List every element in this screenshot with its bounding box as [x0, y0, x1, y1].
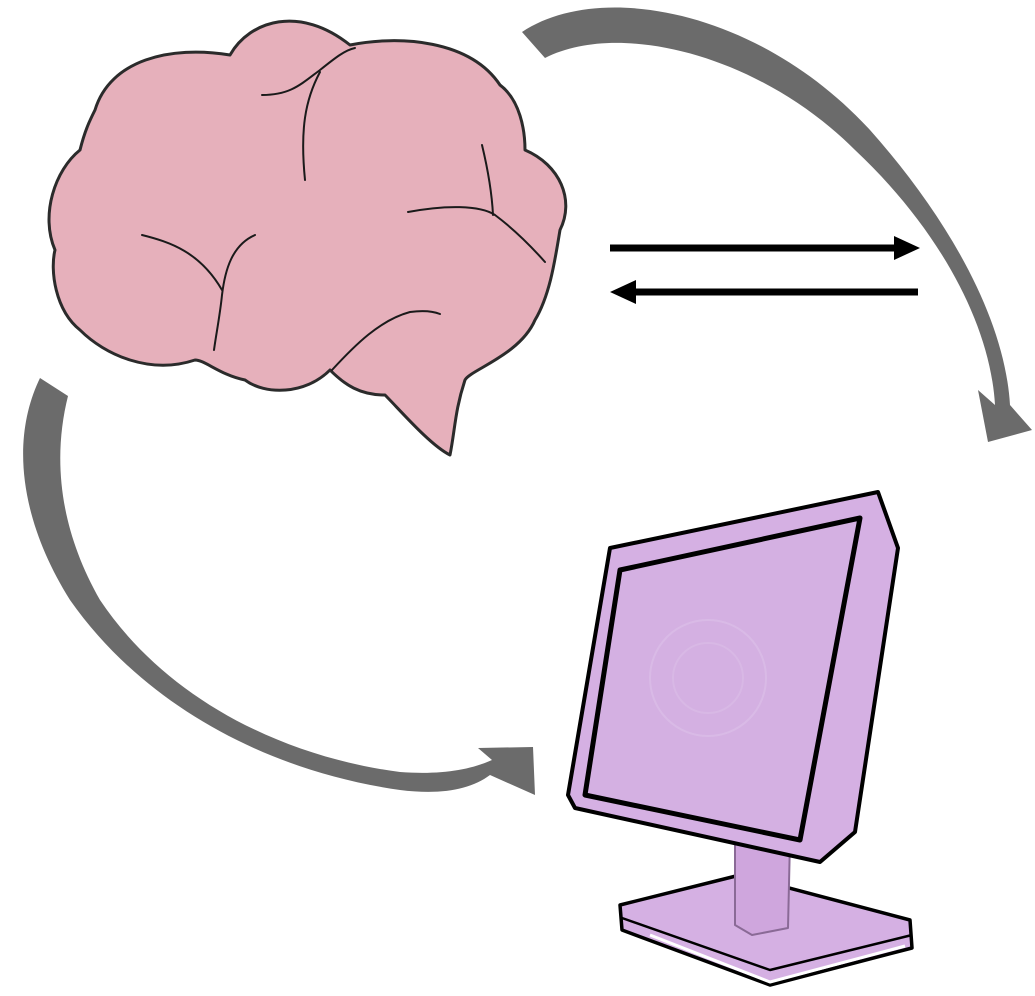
- monitor-screen: [582, 515, 863, 843]
- brain-outline: [47, 19, 568, 457]
- arrow-forward: [610, 236, 920, 260]
- brain-folds: [141, 47, 546, 371]
- curved-arrow-right: [522, 7, 1032, 442]
- brain-icon: [47, 19, 568, 457]
- arrow-backward: [610, 280, 918, 304]
- curved-arrow-left: [23, 378, 535, 795]
- computer-monitor-icon: [566, 490, 914, 987]
